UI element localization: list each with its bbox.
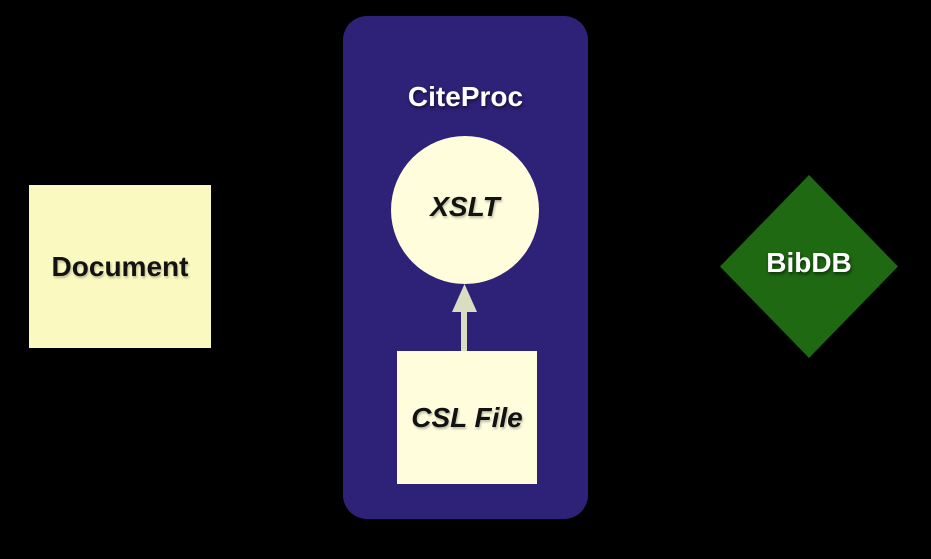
csl-file-node: CSL File	[397, 351, 537, 484]
document-label: Document	[51, 250, 189, 282]
up-arrow-shaft	[461, 310, 467, 351]
bibdb-label: BibDB	[766, 246, 852, 278]
xslt-node: XSLT	[391, 136, 539, 284]
up-arrow-head	[452, 284, 477, 312]
citeproc-node: CiteProc XSLT CSL File	[343, 16, 588, 519]
bibdb-node: BibDB	[720, 175, 898, 358]
csl-file-label: CSL File	[411, 401, 523, 433]
document-node: Document	[29, 185, 211, 348]
xslt-label: XSLT	[430, 191, 500, 222]
citeproc-label: CiteProc	[407, 81, 524, 112]
